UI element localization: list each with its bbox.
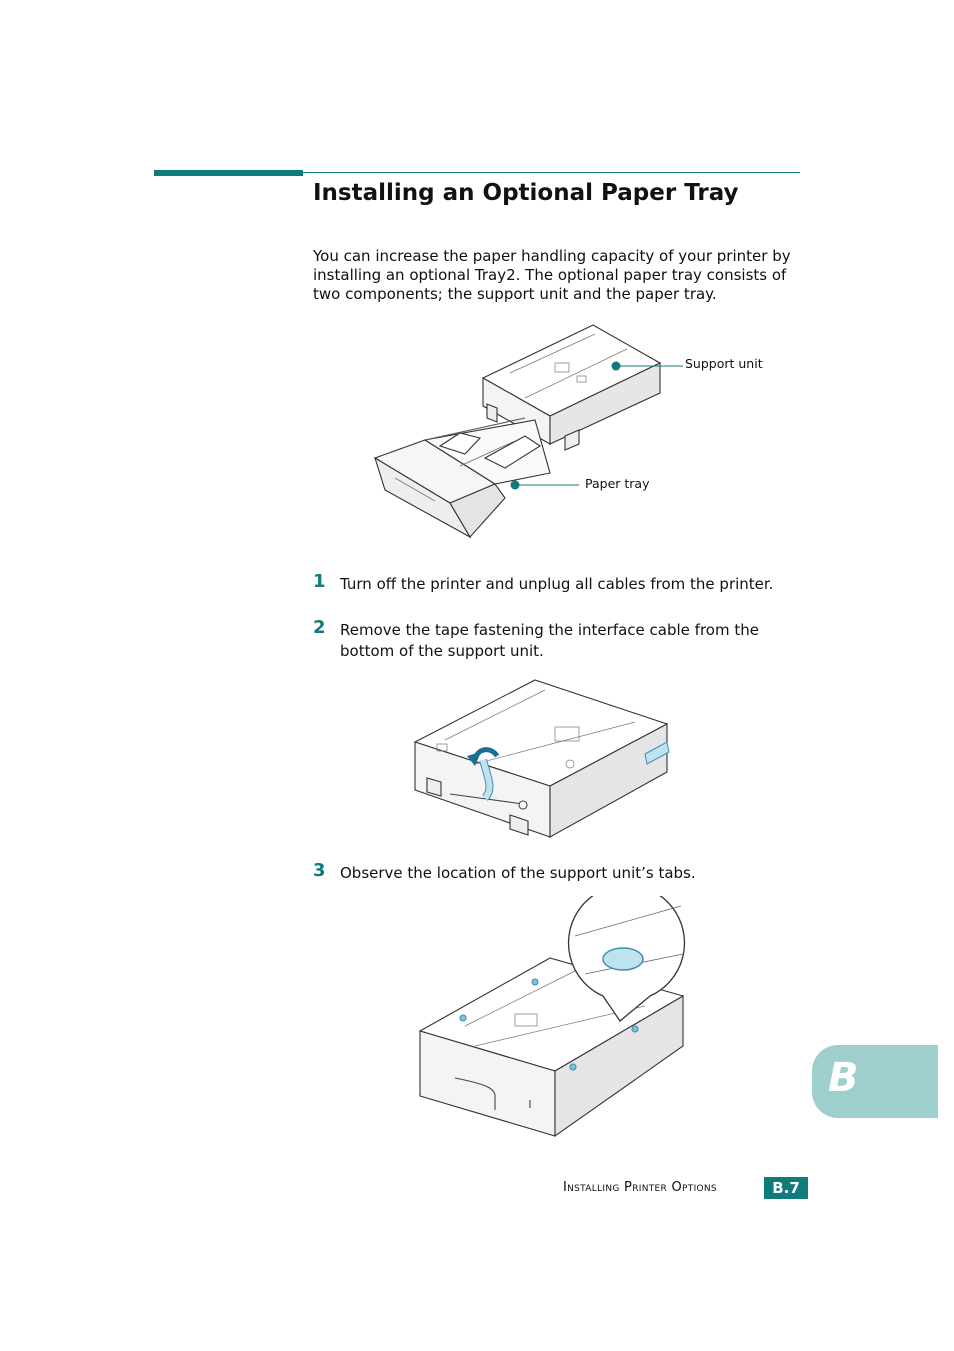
tape-strip-fill: [480, 759, 493, 801]
magnifier-callout: [567, 896, 686, 1022]
step-3: 3 Observe the location of the support un…: [313, 860, 793, 884]
paper-tray-drawing: [373, 417, 551, 539]
callout-support-unit: Support unit: [685, 356, 763, 371]
step-number: 1: [313, 571, 326, 592]
step-text: Turn off the printer and unplug all cabl…: [340, 575, 774, 593]
support-callout-dot: [611, 361, 621, 371]
step-1: 1 Turn off the printer and unplug all ca…: [313, 571, 793, 595]
support-unit-drawing: [413, 679, 669, 838]
heading-rule-thin: [303, 172, 800, 173]
callout-paper-tray: Paper tray: [585, 476, 650, 491]
step-text: Remove the tape fastening the interface …: [340, 621, 759, 660]
step-number: 2: [313, 617, 326, 638]
step-text: Observe the location of the support unit…: [340, 864, 696, 882]
figure-remove-tape: [413, 679, 670, 838]
support-unit-drawing: [481, 324, 662, 451]
figure-support-unit-and-tray: [373, 324, 683, 539]
tab-highlight: [602, 947, 644, 971]
arrow-head-icon: [467, 752, 481, 766]
step-number: 3: [313, 860, 326, 881]
page-title: Installing an Optional Paper Tray: [313, 180, 739, 206]
chapter-letter: B: [828, 1055, 859, 1101]
tray-callout-dot: [510, 480, 520, 490]
figure-support-unit-tabs: [418, 896, 686, 1138]
page-number-badge: B.7: [764, 1177, 808, 1199]
chapter-tab: B: [812, 1045, 938, 1118]
heading-rule-thick: [154, 170, 303, 176]
footer-section-name: Installing Printer Options: [563, 1180, 717, 1195]
intro-paragraph: You can increase the paper handling capa…: [313, 247, 791, 303]
step-2: 2 Remove the tape fastening the interfac…: [313, 617, 793, 662]
tape-side: [644, 741, 670, 765]
